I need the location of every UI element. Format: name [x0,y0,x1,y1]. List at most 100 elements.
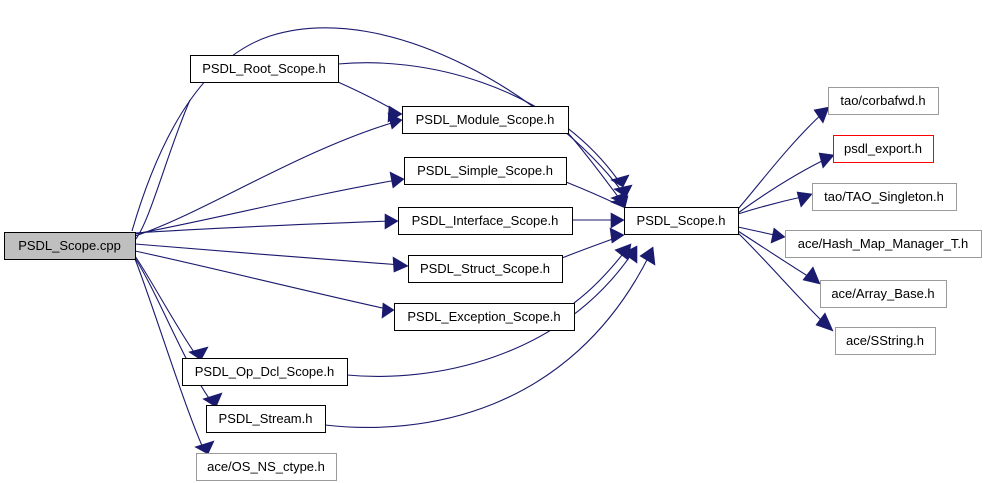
edge-psdl_scope_h-to-ace_hash_map_manager_t_h [737,226,786,244]
arrowhead-icon [609,227,625,244]
edge-psdl_exception_scope_h-to-psdl_scope_h [573,243,632,304]
node-ace_hash_map_manager_t_h[interactable]: ace/Hash_Map_Manager_T.hace/Hash_Map_Man… [785,230,982,258]
node-label: PSDL_Struct_Scope.h [420,261,550,276]
arrowhead-icon [796,191,813,208]
node-box[interactable] [828,87,939,115]
edge-psdl_op_dcl_scope_h-to-psdl_scope_h [346,245,638,377]
node-box[interactable] [408,255,563,283]
node-label: PSDL_Stream.h [219,411,313,426]
node-label: tao/corbafwd.h [840,93,925,108]
arrowhead-icon [188,346,209,361]
arrowhead-icon [384,213,399,230]
node-psdl_interface_scope_h[interactable]: PSDL_Interface_Scope.hPSDL_Interface_Sco… [398,207,573,235]
node-label: PSDL_Scope.h [637,213,726,228]
edge-psdl_scope_cpp-to-psdl_struct_scope_h [134,243,409,273]
node-box[interactable] [402,106,569,134]
node-label: PSDL_Interface_Scope.h [412,213,559,228]
edge-line [134,258,204,449]
node-label: psdl_export.h [844,141,922,156]
edge-line [324,253,651,428]
node-box[interactable] [404,157,567,185]
node-psdl_exception_scope_h[interactable]: PSDL_Exception_Scope.hPSDL_Exception_Sco… [394,303,575,331]
node-label: tao/TAO_Singleton.h [824,189,944,204]
edge-psdl_root_scope_h-to-psdl_scope_h [337,62,630,188]
edge-psdl_scope_cpp-to-psdl_interface_scope_h [134,213,399,234]
arrowhead-icon [610,174,630,188]
node-box[interactable] [820,280,947,308]
edge-psdl_scope_cpp-to-psdl_exception_scope_h [134,250,395,319]
edge-line [737,157,829,214]
edge-line [737,232,829,328]
node-label: ace/OS_NS_ctype.h [207,459,325,474]
arrowhead-icon [194,440,215,455]
node-box[interactable] [182,358,348,386]
edge-line [134,255,197,356]
node-box[interactable] [190,55,339,83]
node-box[interactable] [398,207,573,235]
edge-line [565,181,620,206]
edge-psdl_scope_cpp-to-psdl_root_scope_h [134,67,214,241]
edge-psdl_module_scope_h-to-psdl_scope_h [567,132,629,205]
arrowhead-icon [818,152,835,169]
arrowhead-icon [802,266,821,285]
arrowhead-icon [610,195,629,209]
edge-line [346,251,634,377]
node-box[interactable] [812,183,957,211]
arrowhead-icon [813,106,830,124]
edge-line [337,62,619,181]
edge-psdl_scope_cpp-to-psdl_stream_h [134,257,223,408]
arrowhead-icon [770,227,786,244]
edge-psdl_struct_scope_h-to-psdl_scope_h [561,227,625,259]
node-label: ace/Hash_Map_Manager_T.h [798,236,969,251]
edge-line [134,243,402,266]
node-box[interactable] [785,230,982,258]
edge-line [573,249,627,304]
node-box[interactable] [835,327,936,355]
edge-line [134,99,191,241]
node-label: PSDL_Root_Scope.h [202,61,326,76]
arrowhead-icon [387,105,403,123]
edge-psdl_scope_cpp-to-psdl_module_scope_h [134,112,403,237]
edge-line [134,121,396,237]
node-box[interactable] [624,207,739,235]
node-label: PSDL_Scope.cpp [18,238,121,253]
node-box[interactable] [4,232,136,260]
edge-psdl_scope_cpp-to-psdl_op_dcl_scope_h [134,255,209,361]
node-label: ace/Array_Base.h [831,286,934,301]
edge-psdl_simple_scope_h-to-psdl_scope_h [565,181,629,209]
node-box[interactable] [196,453,337,481]
edge-line [737,195,807,215]
edge-psdl_stream_h-to-psdl_scope_h [324,246,656,428]
edge-line [561,236,619,259]
edge-psdl_scope_cpp-to-ace_os_ns_ctype_h [134,258,215,455]
node-label: PSDL_Module_Scope.h [416,112,555,127]
node-box[interactable] [206,405,326,433]
node-box[interactable] [833,135,934,163]
arrowhead-icon [202,392,223,408]
edge-psdl_root_scope_h-to-psdl_module_scope_h [337,81,403,123]
edge-psdl_scope_h-to-tao_tao_singleton_h [737,191,813,215]
edge-psdl_scope_h-to-psdl_export_h [737,152,835,214]
edge-psdl_scope_h-to-ace_sstring_h [737,232,834,332]
arrowhead-icon [622,245,638,264]
node-label: PSDL_Op_Dcl_Scope.h [195,364,334,379]
edge-psdl_scope_h-to-ace_array_base_h [737,230,821,285]
node-box[interactable] [394,303,575,331]
arrowhead-icon [610,212,625,229]
